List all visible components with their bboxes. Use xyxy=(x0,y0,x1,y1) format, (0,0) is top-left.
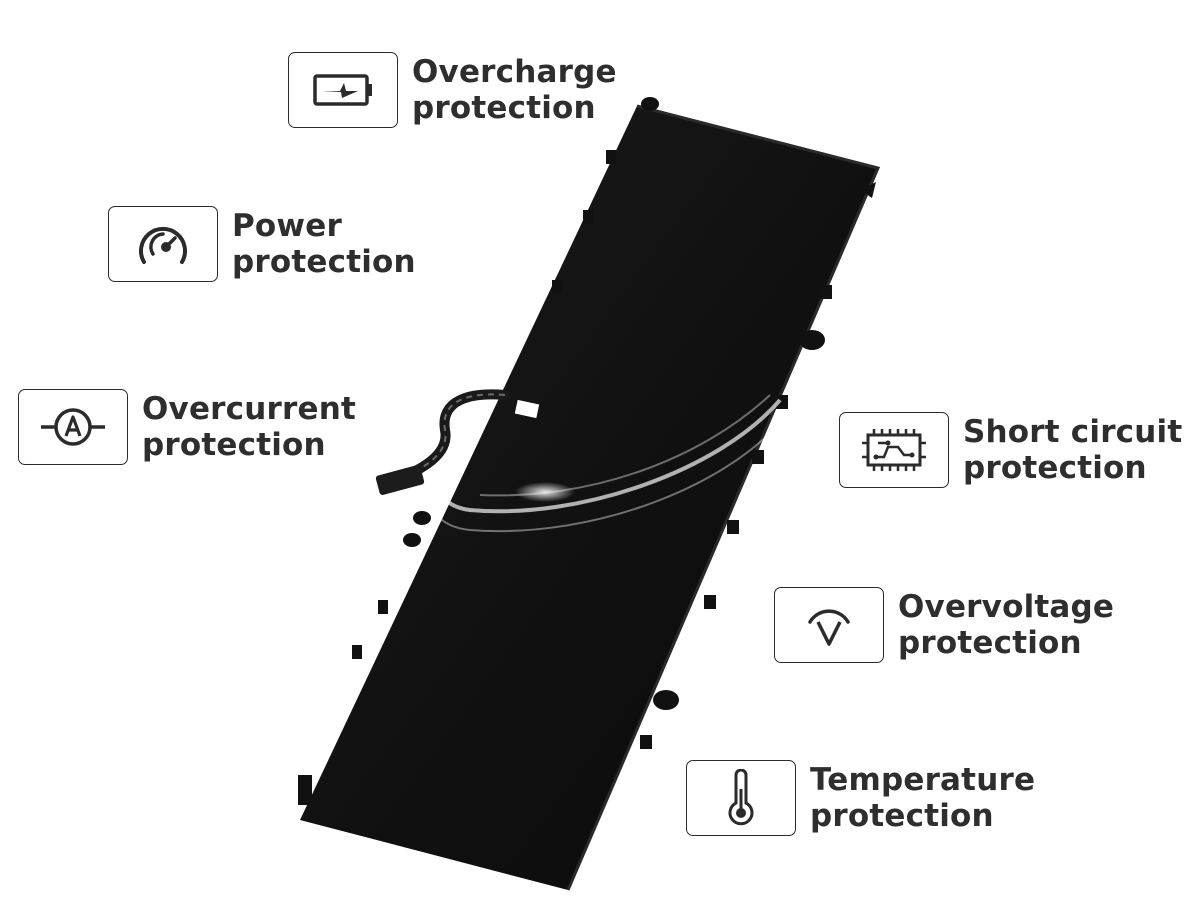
feature-title: Overcurrent xyxy=(142,391,357,427)
feature-label: Overvoltage protection xyxy=(898,589,1114,661)
feature-overvoltage: Overvoltage protection xyxy=(774,587,1114,663)
icon-frame xyxy=(18,389,128,465)
feature-label: Overcurrent protection xyxy=(142,391,356,463)
feature-subtitle: protection xyxy=(412,90,596,126)
feature-subtitle: protection xyxy=(898,625,1082,661)
feature-subtitle: protection xyxy=(963,450,1147,486)
ammeter-icon xyxy=(41,408,105,446)
feature-overcharge: Overcharge protection xyxy=(288,52,617,128)
feature-overcurrent: Overcurrent protection xyxy=(18,389,356,465)
feature-title: Short circuit xyxy=(963,414,1183,450)
thermometer-icon xyxy=(728,769,754,826)
battery-charge-icon xyxy=(313,74,372,106)
feature-label: Short circuit protection xyxy=(963,414,1182,486)
feature-title: Temperature xyxy=(810,762,1036,798)
icon-frame xyxy=(288,52,398,128)
gauge-icon xyxy=(139,226,187,264)
feature-subtitle: protection xyxy=(810,798,994,834)
icon-frame xyxy=(108,206,218,282)
feature-title: Overvoltage xyxy=(898,589,1115,625)
feature-subtitle: protection xyxy=(142,427,326,463)
icon-frame xyxy=(774,587,884,663)
voltmeter-icon xyxy=(808,609,850,646)
feature-label: Power protection xyxy=(232,208,416,280)
icon-frame xyxy=(839,412,949,488)
feature-label: Temperature protection xyxy=(810,762,1035,834)
feature-subtitle: protection xyxy=(232,244,416,280)
feature-power: Power protection xyxy=(108,206,416,282)
circuit-board-icon xyxy=(862,429,926,471)
icon-frame xyxy=(686,760,796,836)
feature-title: Power xyxy=(232,208,342,244)
feature-label: Overcharge protection xyxy=(412,54,617,126)
feature-short-circuit: Short circuit protection xyxy=(839,412,1182,488)
feature-temperature: Temperature protection xyxy=(686,760,1035,836)
feature-title: Overcharge xyxy=(412,54,617,90)
